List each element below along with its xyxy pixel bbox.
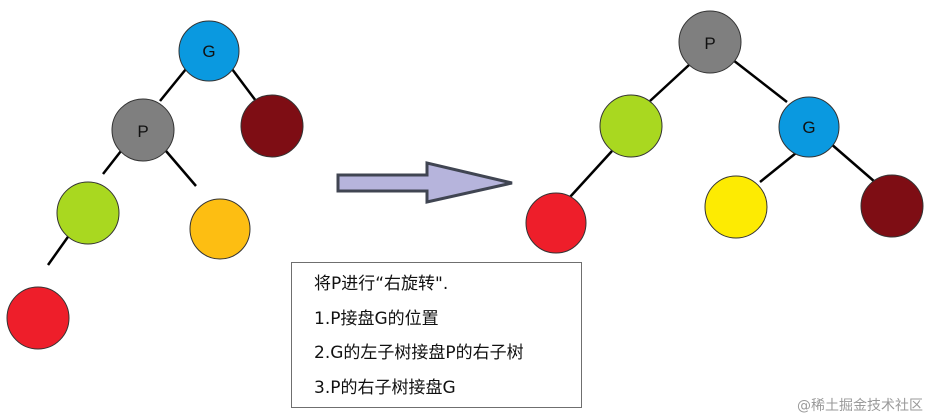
note-line-1: 1.P接盘G的位置 (314, 308, 439, 329)
edge-p-left-after (649, 64, 690, 102)
before-tree: G P (6, 20, 304, 350)
node-uncle-after (860, 174, 924, 238)
edge-left-grandchild (46, 233, 72, 266)
edge-p-left (102, 150, 122, 175)
note-line-2: 2.G的左子树接盘P的右子树 (314, 343, 524, 363)
node-p (111, 98, 175, 162)
node-p-after-label: P (704, 34, 715, 53)
edge-g-right-child-after (759, 152, 797, 183)
node-g-label: G (202, 42, 215, 61)
edge-g-uncle (231, 68, 257, 102)
edge-left-grandchild-after (569, 150, 613, 198)
note-line-3: 3.P的右子树接盘G (314, 377, 456, 398)
note-line-title: 将P进行“右旋转". (314, 274, 449, 294)
edge-g-uncle-after (829, 142, 876, 183)
node-right-child-after (704, 175, 768, 239)
explanation-note: 将P进行“右旋转". 1.P接盘G的位置 2.G的左子树接盘P的右子树 3.P的… (291, 262, 582, 408)
node-g-after-label: G (802, 118, 815, 137)
node-left-child-after (599, 94, 663, 158)
node-right-child (189, 198, 251, 260)
node-grandchild-after (525, 192, 587, 254)
edge-p-g-after (732, 59, 788, 103)
node-uncle (240, 94, 304, 158)
after-tree: P G (525, 10, 924, 254)
node-g (178, 20, 240, 82)
after-edges (569, 59, 876, 198)
node-left-child (56, 181, 120, 245)
edge-g-p (159, 68, 187, 102)
node-grandchild (6, 286, 70, 350)
before-edges (46, 68, 257, 266)
node-p-label: P (137, 122, 148, 141)
right-arrow-icon (336, 161, 513, 204)
node-g-after (778, 96, 840, 158)
node-p-after (678, 10, 742, 74)
arrow-shape (336, 161, 513, 204)
edge-p-right (165, 150, 197, 187)
watermark: @稀土掘金技术社区 (797, 398, 923, 414)
